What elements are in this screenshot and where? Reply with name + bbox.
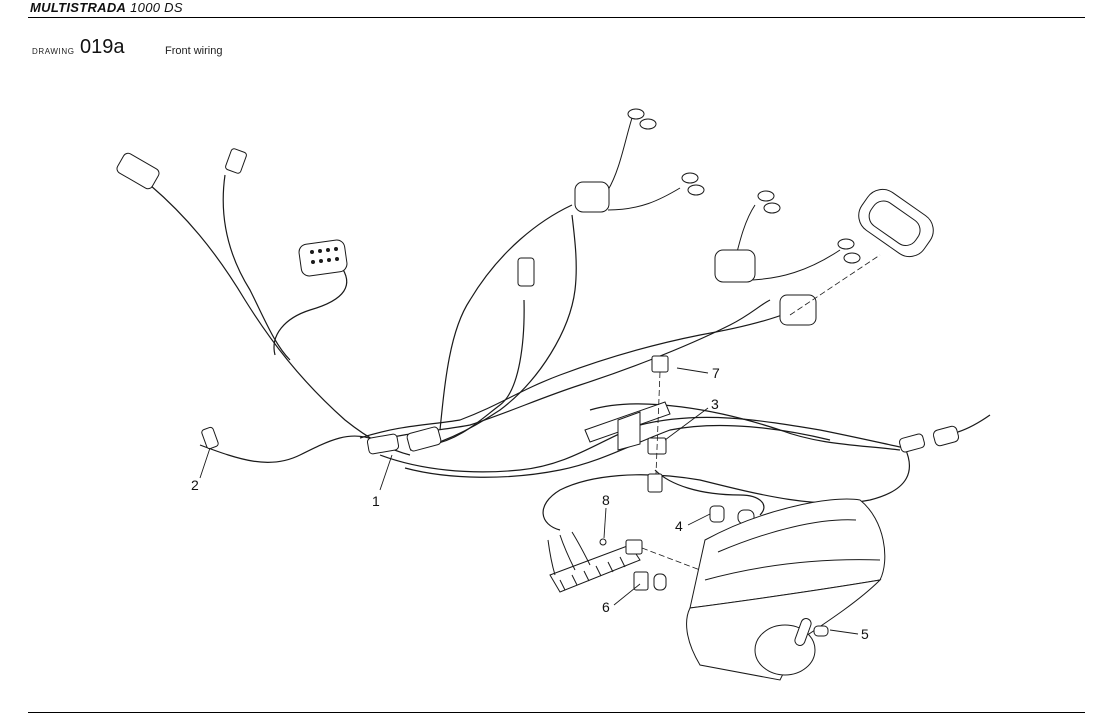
model-name-variant: 1000 DS xyxy=(130,0,183,15)
grommet-4a xyxy=(709,505,725,523)
terminal-pair-4 xyxy=(837,238,861,264)
callout-leaders xyxy=(199,367,859,635)
page-header: MULTISTRADA 1000 DS xyxy=(0,0,1110,18)
harness-sleeve-2 xyxy=(366,433,400,455)
fuse-holder xyxy=(625,539,643,555)
callout-1: 1 xyxy=(372,493,380,509)
relay xyxy=(651,355,669,373)
connector-round-middle xyxy=(714,249,756,283)
header-rule xyxy=(28,17,1085,18)
fuse-box xyxy=(547,531,701,593)
connector-round-upper xyxy=(574,181,610,213)
instrument-cluster xyxy=(789,188,934,316)
relay-connector xyxy=(647,473,663,493)
relay-assembly xyxy=(584,355,671,493)
sensor-terminal xyxy=(201,426,219,450)
callout-5: 5 xyxy=(861,626,869,642)
round-connector-female xyxy=(932,425,960,447)
callout-7: 7 xyxy=(712,365,720,381)
callout-2: 2 xyxy=(191,477,199,493)
connector-small-top xyxy=(225,148,247,174)
terminal-pair-3 xyxy=(757,190,781,214)
footer-rule xyxy=(28,712,1085,713)
harness-sleeve xyxy=(406,426,442,452)
clip-6b xyxy=(653,573,667,591)
callout-3: 3 xyxy=(711,396,719,412)
connector-group xyxy=(116,108,991,455)
headlight-fairing xyxy=(686,498,886,681)
terminal-pair-2 xyxy=(681,172,705,196)
model-name-bold: MULTISTRADA xyxy=(30,0,127,15)
round-connector-male xyxy=(898,433,926,453)
model-name: MULTISTRADA 1000 DS xyxy=(30,0,183,16)
connector-plug-left xyxy=(116,152,160,190)
relay-bracket xyxy=(617,411,641,451)
connector-upright xyxy=(517,257,535,287)
callout-8: 8 xyxy=(602,492,610,508)
callout-4: 4 xyxy=(675,518,683,534)
connector-multi-pin xyxy=(298,239,348,277)
callout-6: 6 xyxy=(602,599,610,615)
drawing-number: 019a xyxy=(80,36,125,58)
grommet-5 xyxy=(813,625,829,637)
drawing-title: Front wiring xyxy=(165,45,223,57)
main-wiring-harness xyxy=(149,117,911,531)
connector-pins xyxy=(310,247,339,264)
drawing-label: DRAWING xyxy=(32,47,75,56)
terminal-pair-1 xyxy=(627,108,657,130)
